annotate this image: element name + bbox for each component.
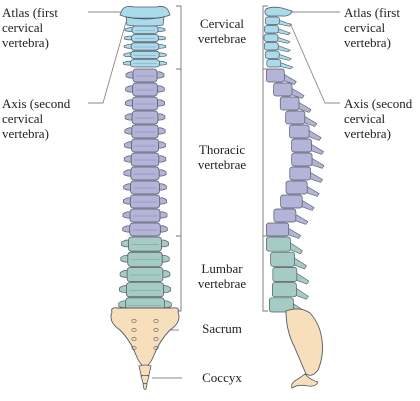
thoracic-vertebra-side (291, 138, 325, 155)
leader-lines (88, 11, 340, 379)
thoracic-vertebra-front (125, 82, 165, 97)
cervical-vertebra-side (264, 50, 292, 61)
cervical-vertebra-front (123, 59, 167, 68)
thoracic-vertebra-front (124, 110, 166, 125)
thoracic-vertebra-side (265, 68, 297, 85)
thoracic-vertebra-side (279, 96, 312, 113)
lumbar-bracket-left (176, 235, 182, 312)
cervical-vertebra-side (266, 59, 294, 70)
axis-label-right: Axis (second cervical vertebra) (344, 96, 413, 141)
atlas-label-right: Atlas (first cervical vertebra) (344, 5, 400, 50)
cervical-vertebra-side (263, 33, 291, 44)
region-brackets (176, 5, 268, 312)
cervical-vertebra-front (123, 50, 167, 60)
lateral-view-spine (263, 6, 325, 389)
thoracic-vertebra-front (123, 180, 167, 195)
lumbar-vertebra-front (121, 236, 169, 252)
coccyx-label: Coccyx (202, 370, 242, 385)
lumbar-vertebra-side (272, 282, 309, 300)
thoracic-vertebra-front (125, 68, 165, 83)
lumbar-vertebra-front (119, 266, 171, 282)
cervical-vertebra-front (123, 42, 167, 51)
thoracic-vertebra-front (125, 96, 165, 111)
cervical-vertebra-side (264, 25, 291, 36)
thoracic-vertebra-front (124, 124, 166, 139)
lumbar-bracket-right (262, 235, 268, 312)
lumbar-vertebra-side (266, 236, 303, 255)
cervical-vertebra-front (124, 34, 166, 43)
axis-leader-right (289, 22, 340, 104)
lumbar-label: Lumbar vertebrae (197, 261, 247, 291)
sacrum-side (285, 308, 323, 376)
lumbar-vertebra-side (272, 267, 310, 285)
thoracic-vertebra-front (122, 194, 168, 209)
thoracic-vertebra-front (124, 138, 166, 153)
thoracic-label: Thoracic vertebrae (197, 142, 247, 172)
cervical-vertebra-side (265, 16, 293, 27)
thoracic-vertebra-side (265, 222, 302, 239)
cervical-vertebra-side (263, 42, 291, 53)
anterior-view-spine (110, 6, 180, 390)
thoracic-vertebra-side (289, 124, 322, 141)
sacrum-front (110, 307, 180, 368)
thoracic-bracket-left (176, 68, 182, 237)
thoracic-vertebra-side (291, 152, 325, 169)
lumbar-vertebra-front (120, 251, 170, 267)
sacrum-label: Sacrum (202, 321, 242, 336)
atlas-label-left: Atlas (first cervical vertebra) (2, 5, 58, 50)
axis-leader-left (88, 21, 127, 104)
coccyx-segment-front (140, 375, 150, 385)
atlas-vertebra-front (119, 6, 171, 19)
thoracic-vertebra-side (273, 208, 309, 225)
axis-vertebra-front (125, 16, 165, 27)
coccyx-segment-front (142, 383, 148, 390)
coccyx-side (291, 373, 319, 389)
thoracic-vertebra-side (280, 194, 315, 211)
cervical-vertebra-front (124, 25, 166, 34)
lumbar-vertebra-front (119, 282, 171, 298)
thoracic-vertebra-front (122, 208, 168, 223)
cervical-bracket-left (176, 5, 182, 70)
thoracic-bracket-right (262, 68, 268, 237)
thoracic-vertebra-front (123, 152, 167, 167)
axis-label-left: Axis (second cervical vertebra) (2, 96, 71, 141)
thoracic-vertebra-front (123, 166, 167, 181)
thoracic-vertebra-side (289, 166, 324, 183)
thoracic-vertebra-side (273, 82, 305, 99)
coccyx-segment-front (138, 364, 152, 377)
thoracic-vertebra-side (285, 110, 318, 127)
thoracic-vertebra-front (122, 222, 168, 237)
cervical-label: Cervical vertebrae (197, 16, 247, 46)
atlas-vertebra-side (264, 6, 293, 17)
thoracic-vertebra-side (285, 180, 320, 197)
lumbar-vertebra-side (270, 251, 308, 270)
